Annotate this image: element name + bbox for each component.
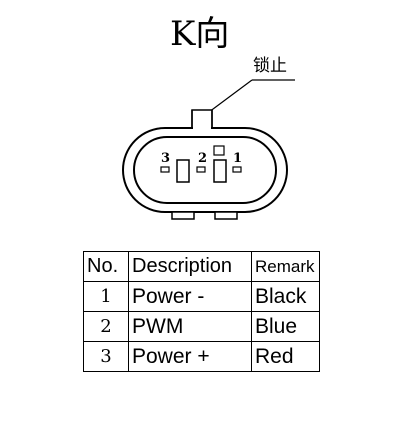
- row-remark: Blue: [251, 311, 320, 342]
- row-description: Power +: [128, 341, 252, 372]
- pin-number-2: 2: [198, 151, 208, 166]
- foot-right: [214, 211, 238, 220]
- pin-slot-right: [213, 159, 227, 183]
- pin-number-3: 3: [161, 151, 171, 166]
- foot-left: [171, 211, 195, 220]
- table-header-row: No. Description Remark: [83, 251, 320, 282]
- pin-number-1: 1: [233, 151, 243, 166]
- pin-2-cavity: [196, 166, 206, 173]
- table-row: 2 PWM Blue: [83, 311, 320, 342]
- callout-label: 锁止: [253, 56, 287, 76]
- row-remark: Red: [251, 341, 320, 372]
- table-row: 3 Power + Red: [83, 341, 320, 372]
- header-description: Description: [128, 251, 252, 282]
- table-row: 1 Power - Black: [83, 281, 320, 312]
- header-no: No.: [83, 251, 129, 282]
- key-square: [213, 145, 225, 156]
- row-no: 3: [83, 341, 129, 372]
- row-no: 1: [83, 281, 129, 312]
- pin-slot-left: [176, 159, 190, 183]
- row-description: PWM: [128, 311, 252, 342]
- pin-3-cavity: [160, 166, 170, 173]
- pin-table: No. Description Remark 1 Power - Black 2…: [83, 251, 320, 372]
- callout-leader: [204, 79, 253, 116]
- view-title: K向: [170, 14, 230, 54]
- header-remark: Remark: [251, 251, 320, 282]
- row-remark: Black: [251, 281, 320, 312]
- pin-1-cavity: [232, 166, 242, 173]
- row-no: 2: [83, 311, 129, 342]
- row-description: Power -: [128, 281, 252, 312]
